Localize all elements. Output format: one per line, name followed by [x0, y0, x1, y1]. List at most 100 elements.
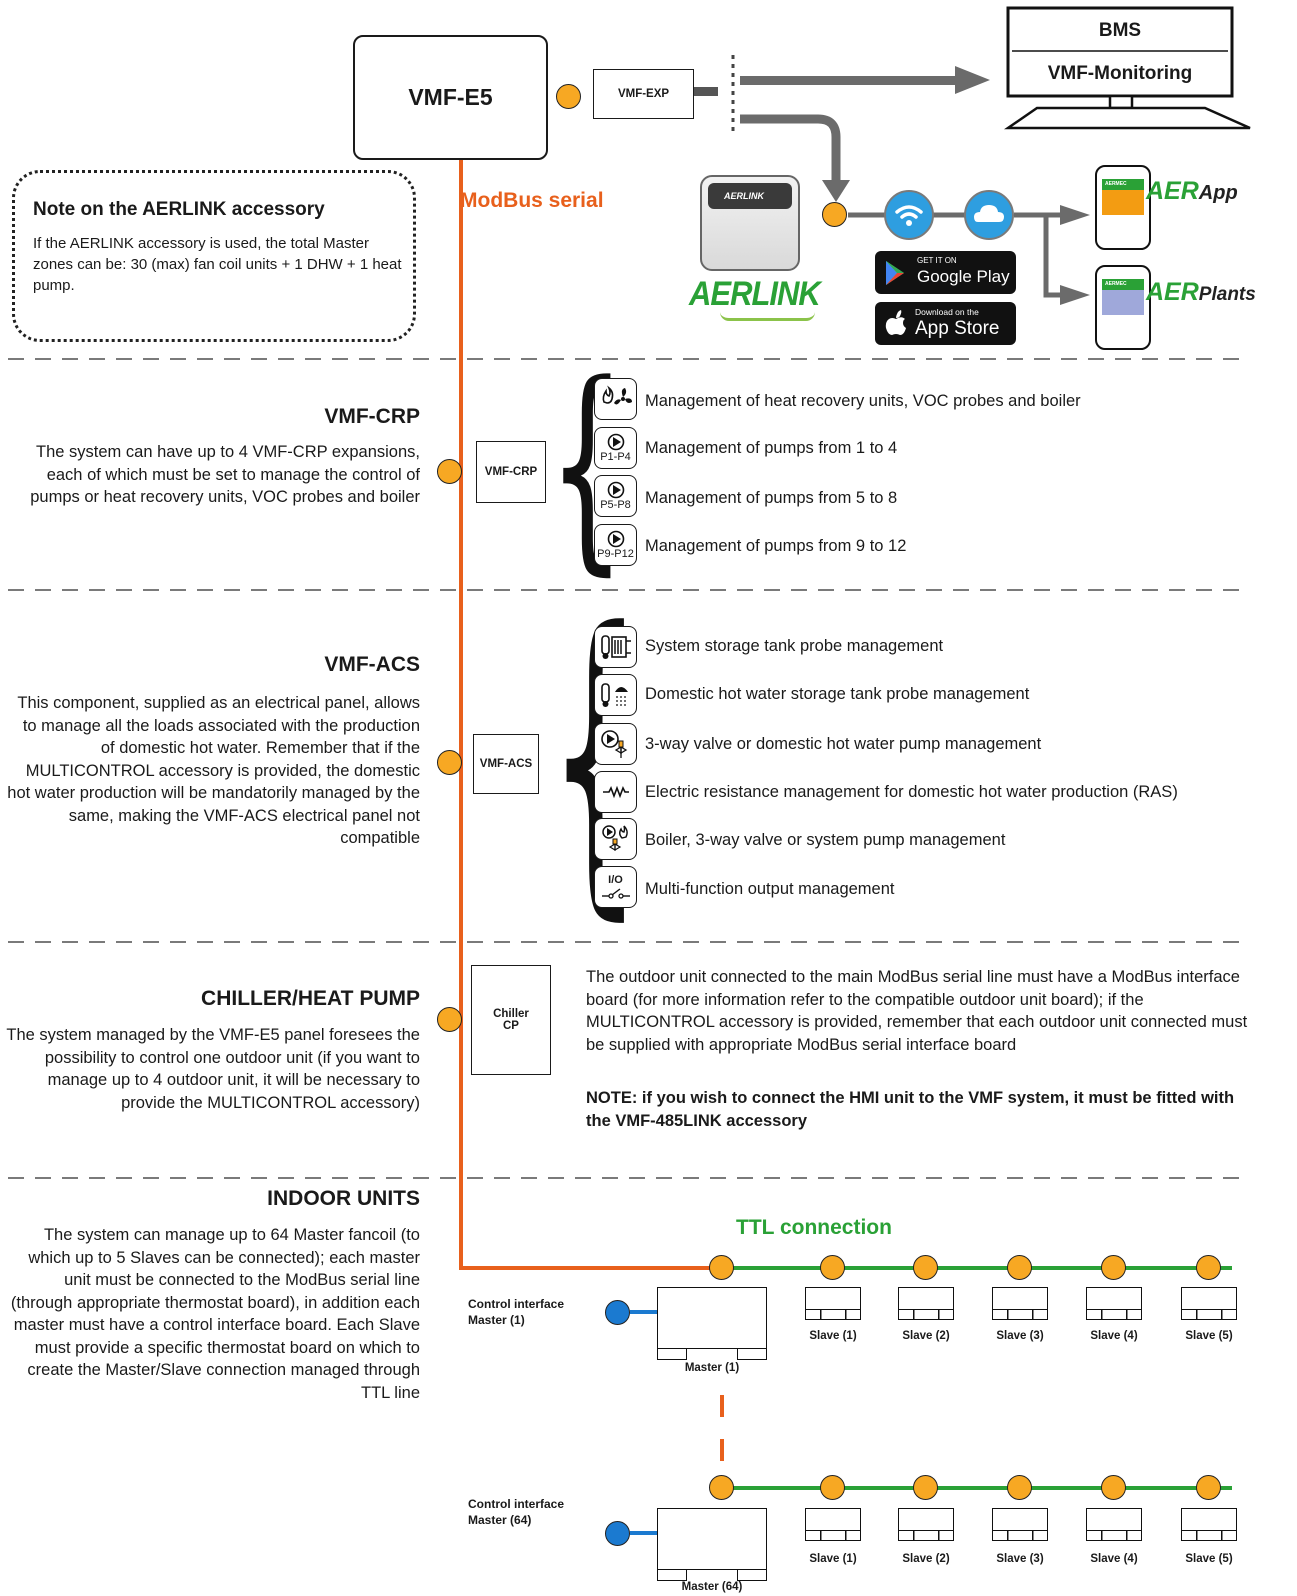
google-play-big: Google Play: [917, 267, 1010, 286]
master-label-64: Master (64): [681, 1581, 743, 1593]
master-label-1: Master (1): [684, 1362, 740, 1374]
section-separators: [8, 358, 1240, 1179]
slave-unit-64-2: [898, 1508, 954, 1531]
vmf-exp-box: VMF-EXP: [593, 69, 694, 119]
node-slave-1-5: [1196, 1255, 1221, 1280]
slave-label-1-1: Slave (1): [809, 1330, 857, 1342]
phone-aerapp: AERMEC: [1095, 165, 1151, 250]
cloud-icon: [974, 205, 1004, 222]
chiller-box-line2: CP: [503, 1020, 519, 1032]
slave-unit-64-3-foot: [992, 1530, 1048, 1541]
slave-label-1-3: Slave (3): [996, 1330, 1044, 1342]
node-master-64: [709, 1475, 734, 1500]
boiler-valve-icon: [594, 818, 637, 860]
google-play-badge[interactable]: GET IT ON Google Play: [875, 251, 1016, 294]
slave-unit-64-2-foot: [898, 1530, 954, 1541]
acs-item-2-text: Domestic hot water storage tank probe ma…: [645, 685, 1030, 703]
node-vmf-exp: [556, 84, 581, 109]
node-master-1: [709, 1255, 734, 1280]
pump-icon-p1-p4: P1-P4: [594, 427, 637, 469]
aerlink-swoosh: [720, 312, 815, 321]
vmf-exp-label: VMF-EXP: [617, 88, 670, 100]
node-slave-1-3: [1007, 1255, 1032, 1280]
node-chiller: [437, 1007, 462, 1032]
aerlink-device: AERLINK: [700, 175, 800, 271]
crp-box-label: VMF-CRP: [484, 466, 538, 478]
arrow-to-bms: [740, 66, 990, 94]
crp-item-3-text: Management of pumps from 5 to 8: [645, 489, 898, 507]
crp-title: VMF-CRP: [324, 405, 420, 428]
indoor-title: INDOOR UNITS: [267, 1187, 420, 1210]
master-unit-1-foot-right: [737, 1348, 767, 1360]
vmf-monitoring-label: VMF-Monitoring: [1047, 63, 1193, 84]
wifi-node: [884, 190, 934, 240]
phone-brand-2: AERMEC: [1105, 281, 1127, 287]
valve-pump-icon: [594, 723, 637, 765]
node-crp: [437, 459, 462, 484]
acs-box: VMF-ACS: [473, 734, 539, 794]
node-slave-1-4: [1101, 1255, 1126, 1280]
master-unit-1: [657, 1287, 767, 1349]
storage-tank-probe-icon: [594, 626, 637, 668]
slave-unit-1-3: [992, 1287, 1048, 1310]
modbus-serial-label: ModBus serial: [460, 189, 604, 212]
app-store-small: Download on the: [915, 307, 979, 317]
ttl-connection-label: TTL connection: [736, 1216, 892, 1239]
chiller-note: NOTE: if you wish to connect the HMI uni…: [586, 1089, 1235, 1130]
app-store-badge[interactable]: Download on the App Store: [875, 302, 1016, 345]
pump-icon-p5-p8: P5-P8: [594, 475, 637, 517]
pump-badge-2: P5-P8: [600, 499, 631, 511]
aerlink-note-box: Note on the AERLINK accessory If the AER…: [12, 170, 416, 342]
control-interface-node-64: [605, 1521, 630, 1546]
control-interface-label-64: Control interface Master (64): [468, 1497, 565, 1527]
acs-item-6-text: Multi-function output management: [645, 880, 895, 898]
modbus-line: [459, 160, 722, 1270]
aerplants-suffix: Plants: [1198, 284, 1256, 305]
acs-item-4-text: Electric resistance management for domes…: [645, 783, 1178, 801]
slave-unit-64-5-foot: [1181, 1530, 1237, 1541]
slave-unit-64-1: [805, 1508, 861, 1531]
slave-unit-1-3-foot: [992, 1309, 1048, 1320]
dhw-tank-probe-icon: [594, 674, 637, 716]
io-badge: I/O: [608, 874, 623, 886]
acs-item-1-text: System storage tank probe management: [645, 637, 944, 655]
slave-unit-1-4-foot: [1086, 1309, 1142, 1320]
vmf-e5-controller: VMF-E5: [353, 35, 548, 160]
control-interface-node-1: [605, 1300, 630, 1325]
slave-label-64-4: Slave (4): [1090, 1553, 1138, 1565]
control-interface-label-1: Control interface Master (1): [468, 1297, 565, 1327]
slave-label-64-3: Slave (3): [996, 1553, 1044, 1565]
slave-unit-64-4-foot: [1086, 1530, 1142, 1541]
io-switch-icon: I/O: [594, 866, 637, 908]
crp-item-1-text: Management of heat recovery units, VOC p…: [645, 392, 1081, 410]
aerapp-suffix: App: [1198, 182, 1238, 204]
aerplants-logo: AERPlants: [1146, 278, 1256, 307]
google-play-small: GET IT ON: [917, 256, 957, 265]
chiller-box: Chiller CP: [471, 965, 551, 1075]
aerlink-note-title: Note on the AERLINK accessory: [33, 199, 325, 220]
slave-unit-1-1: [805, 1287, 861, 1310]
slave-unit-64-1-foot: [805, 1530, 861, 1541]
slave-unit-64-3: [992, 1508, 1048, 1531]
master-unit-64-foot-left: [657, 1569, 687, 1581]
node-aerlink: [822, 202, 847, 227]
bms-label: BMS: [1098, 20, 1142, 41]
aerapp-logo: AERApp: [1146, 177, 1238, 206]
slave-label-64-2: Slave (2): [902, 1553, 950, 1565]
slave-unit-1-5: [1181, 1287, 1237, 1310]
aerplants-prefix: AER: [1146, 278, 1199, 306]
slave-label-64-5: Slave (5): [1185, 1553, 1233, 1565]
arrow-to-aerlink: [740, 114, 850, 202]
exp-connector-bar: [694, 87, 718, 96]
wifi-icon: [895, 205, 923, 226]
cloud-links: [848, 212, 1062, 298]
acs-description: This component, supplied as an electrica…: [7, 694, 420, 847]
node-slave-64-1: [820, 1475, 845, 1500]
bms-monitor: [1003, 6, 1251, 130]
slave-label-1-4: Slave (4): [1090, 1330, 1138, 1342]
pump-icon-p9-p12: P9-P12: [594, 524, 637, 566]
slave-label-1-2: Slave (2): [902, 1330, 950, 1342]
chiller-title: CHILLER/HEAT PUMP: [201, 987, 420, 1010]
slave-label-64-1: Slave (1): [809, 1553, 857, 1565]
